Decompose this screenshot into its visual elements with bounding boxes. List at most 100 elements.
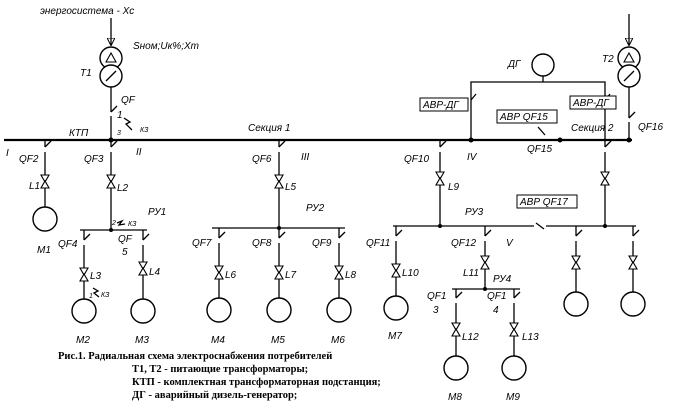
power-system-label: энергосистема - Xс	[40, 6, 134, 17]
avr-dg-left-label: АВР-ДГ	[422, 100, 460, 111]
section-breaker-QF15	[537, 126, 546, 136]
L10-label: L10	[402, 268, 419, 279]
motor-M4	[206, 297, 232, 323]
avr-dg-right-label: АВР-ДГ	[572, 98, 610, 109]
QF5-label-a: QF	[118, 234, 133, 245]
fault-1-label: КЗ	[101, 292, 110, 299]
feeder-section2	[600, 140, 612, 226]
feeder-II	[106, 140, 118, 230]
L12-label: L12	[462, 332, 479, 343]
DG-feed-lines	[470, 81, 606, 140]
L9-label: L9	[448, 182, 460, 193]
branch-M7	[391, 226, 403, 296]
L7-label: L7	[285, 270, 297, 281]
T2-label: T2	[602, 54, 614, 65]
caption-line-3: КТП - комплектная трансформаторная подст…	[132, 377, 381, 388]
M5-label: M5	[271, 335, 285, 346]
caption-line-1: Рис.1. Радиальная схема электроснабжения…	[58, 351, 333, 362]
fault-point-2	[116, 219, 126, 226]
branch-M6	[334, 228, 346, 298]
M9-label: M9	[506, 392, 520, 403]
fault-1-num: 1	[89, 293, 93, 300]
QF13-label-b: 3	[433, 305, 439, 316]
RU4-label: РУ4	[493, 274, 512, 285]
bus-node	[438, 224, 442, 228]
QF10-label: QF10	[404, 154, 429, 165]
M3-label: M3	[135, 335, 149, 346]
M4-label: M4	[211, 335, 225, 346]
branch-right-motor-2	[628, 226, 640, 292]
branch-M3	[138, 230, 150, 299]
feeder-IV	[435, 140, 447, 226]
QF4-label: QF4	[58, 239, 78, 250]
fault-3-num: 3	[117, 130, 121, 137]
KTP-label: КТП	[69, 128, 89, 139]
branch-M5	[274, 228, 286, 298]
QF12-label: QF12	[451, 238, 476, 249]
motor-M5	[266, 297, 292, 323]
QF5-label-b: 5	[122, 247, 128, 258]
QF16-label: QF16	[638, 122, 663, 133]
transformer-T1	[99, 46, 123, 105]
fault-point-1	[92, 287, 100, 298]
branch-M4	[214, 228, 226, 298]
bus-node	[557, 137, 563, 143]
avr-dg-left-box	[419, 97, 469, 112]
RU2-label: РУ2	[306, 203, 325, 214]
motor-right-2	[620, 291, 646, 317]
avr-qf17-box	[516, 194, 578, 209]
QF8-label: QF8	[252, 238, 272, 249]
section-breaker-QF17	[535, 222, 545, 230]
QF15-label: QF15	[527, 144, 552, 155]
QF6-label: QF6	[252, 154, 272, 165]
feeder-II-label: II	[136, 147, 142, 158]
avr-dg-left-switch	[470, 93, 477, 101]
section1-label: Секция 1	[248, 123, 290, 134]
fault-point-3	[123, 117, 133, 131]
motor-M7	[383, 295, 409, 321]
feeder-V-label: V	[506, 238, 514, 249]
QF9-label: QF9	[312, 238, 332, 249]
motor-M9	[501, 355, 527, 381]
branch-right-motor-1	[571, 226, 583, 292]
QF7-label: QF7	[192, 238, 212, 249]
M2-label: M2	[76, 335, 90, 346]
L2-label: L2	[117, 183, 129, 194]
feeder-I-label: I	[6, 148, 9, 159]
QF1-label: QF	[121, 95, 136, 106]
L13-label: L13	[522, 332, 539, 343]
QF1-number: 1	[117, 110, 123, 121]
L6-label: L6	[225, 270, 237, 281]
caption-line-4: ДГ - аварийный дизель-генератор;	[132, 390, 298, 401]
L8-label: L8	[345, 270, 357, 281]
L11-label: L11	[463, 268, 479, 279]
QF13-label-a: QF1	[427, 291, 446, 302]
fault-2-num: 2	[111, 220, 116, 227]
caption-line-2: T1, T2 - питающие трансформаторы;	[132, 364, 309, 375]
DG-label: ДГ	[507, 59, 522, 70]
branch-RU4	[480, 226, 492, 289]
feeder-IV-label: IV	[467, 152, 478, 163]
avr-dg-right-box	[569, 95, 617, 110]
breaker-QF1	[110, 105, 118, 140]
avr-qf17-label: АВР QF17	[519, 197, 568, 208]
bus-node	[109, 228, 113, 232]
motor-M2	[71, 298, 97, 324]
L4-label: L4	[149, 267, 161, 278]
feeder-III	[274, 140, 286, 228]
motor-M8	[443, 355, 469, 381]
motor-M1	[32, 206, 58, 232]
bus-node	[483, 287, 487, 291]
QF14-label-a: QF1	[487, 291, 506, 302]
transformer-T2	[617, 46, 641, 140]
M8-label: M8	[448, 392, 462, 403]
M7-label: M7	[388, 331, 402, 342]
T1-label: T1	[80, 68, 92, 79]
branch-M9	[509, 289, 521, 356]
motor-right-1	[563, 291, 589, 317]
section2-label: Секция 2	[571, 123, 614, 134]
QF2-label: QF2	[19, 154, 39, 165]
QF14-label-b: 4	[493, 305, 499, 316]
L1-label: L1	[29, 181, 40, 192]
